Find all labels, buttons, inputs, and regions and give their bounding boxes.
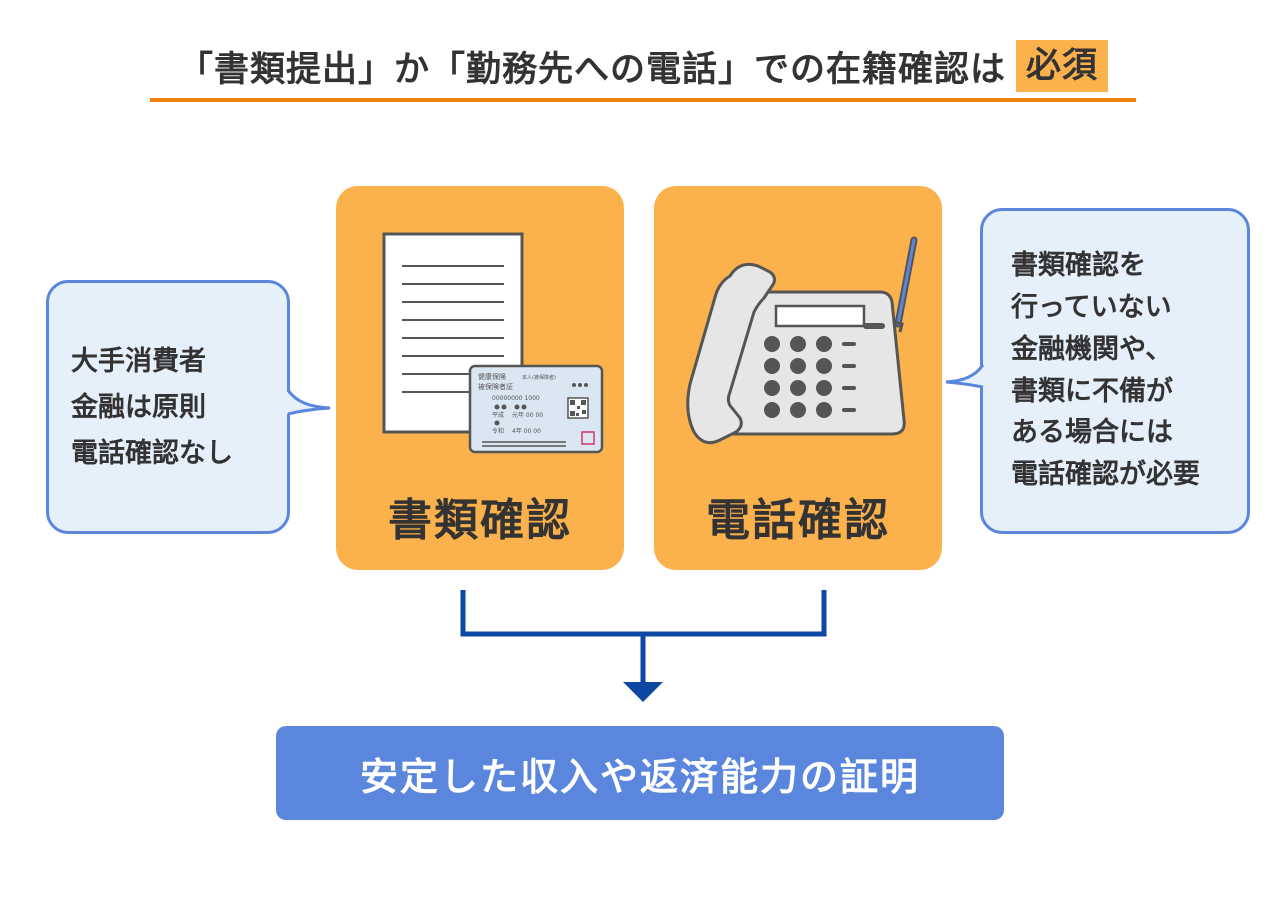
title-block: 「書類提出」か「勤務先への電話」での在籍確認は 必須	[150, 36, 1136, 106]
left-bubble-line: 電話確認なし	[71, 437, 233, 469]
id-card-title: 健康保険	[478, 372, 506, 381]
qr-code-icon	[567, 397, 589, 419]
title-underline	[150, 98, 1136, 102]
left-bubble-tail	[286, 389, 331, 416]
result-label: 安定した収入や返済能力の証明	[359, 754, 920, 799]
right-bubble-line: ある場合には	[1011, 417, 1173, 449]
right-bubble-line: 書類に不備が	[1011, 375, 1173, 407]
id-card-sub: 本人(被保険者)	[522, 374, 556, 381]
id-card-kind: 被保険者証	[478, 382, 513, 391]
right-bubble-line: 金融機関や、	[1011, 333, 1173, 365]
id-card-number: 00000000 1000	[492, 395, 540, 402]
id-card-era2-value: 4年 00 00	[512, 427, 541, 435]
right-bubble-line: 書類確認を	[1011, 250, 1146, 281]
document-check-card: 健康保険 本人(被保険者) 被保険者証 00000000 1000 平成 元年 …	[336, 186, 624, 570]
id-card-icon: 健康保険 本人(被保険者) 被保険者証 00000000 1000 平成 元年 …	[468, 364, 604, 454]
phone-check-label: 電話確認	[706, 495, 890, 546]
phone-icon	[686, 236, 918, 445]
document-check-label: 書類確認	[388, 495, 572, 546]
title-highlight: 必須	[1016, 40, 1109, 92]
phone-check-card: 電話確認	[654, 186, 942, 570]
right-speech-bubble: 書類確認を 行っていない 金融機関や、 書類に不備が ある場合には 電話確認が必…	[980, 208, 1250, 534]
id-card-era1-value: 元年 00 00	[512, 411, 543, 419]
left-speech-bubble: 大手消費者 金融は原則 電話確認なし	[46, 280, 290, 534]
right-bubble-line: 電話確認が必要	[1011, 459, 1200, 491]
left-bubble-line: 大手消費者	[71, 346, 206, 377]
right-bubble-line: 行っていない	[1011, 291, 1172, 323]
right-bubble-tail	[945, 364, 985, 389]
id-card-era1: 平成	[492, 411, 504, 419]
result-banner: 安定した収入や返済能力の証明	[276, 726, 1004, 820]
page-title: 「書類提出」か「勤務先への電話」での在籍確認は 必須	[150, 36, 1136, 96]
id-card-era2: 令和	[492, 427, 504, 435]
left-bubble-line: 金融は原則	[71, 391, 206, 423]
document-icon: 健康保険 本人(被保険者) 被保険者証 00000000 1000 平成 元年 …	[382, 232, 604, 454]
title-main: 「書類提出」か「勤務先への電話」での在籍確認は	[177, 49, 1006, 90]
arrow-down-icon	[623, 682, 663, 702]
